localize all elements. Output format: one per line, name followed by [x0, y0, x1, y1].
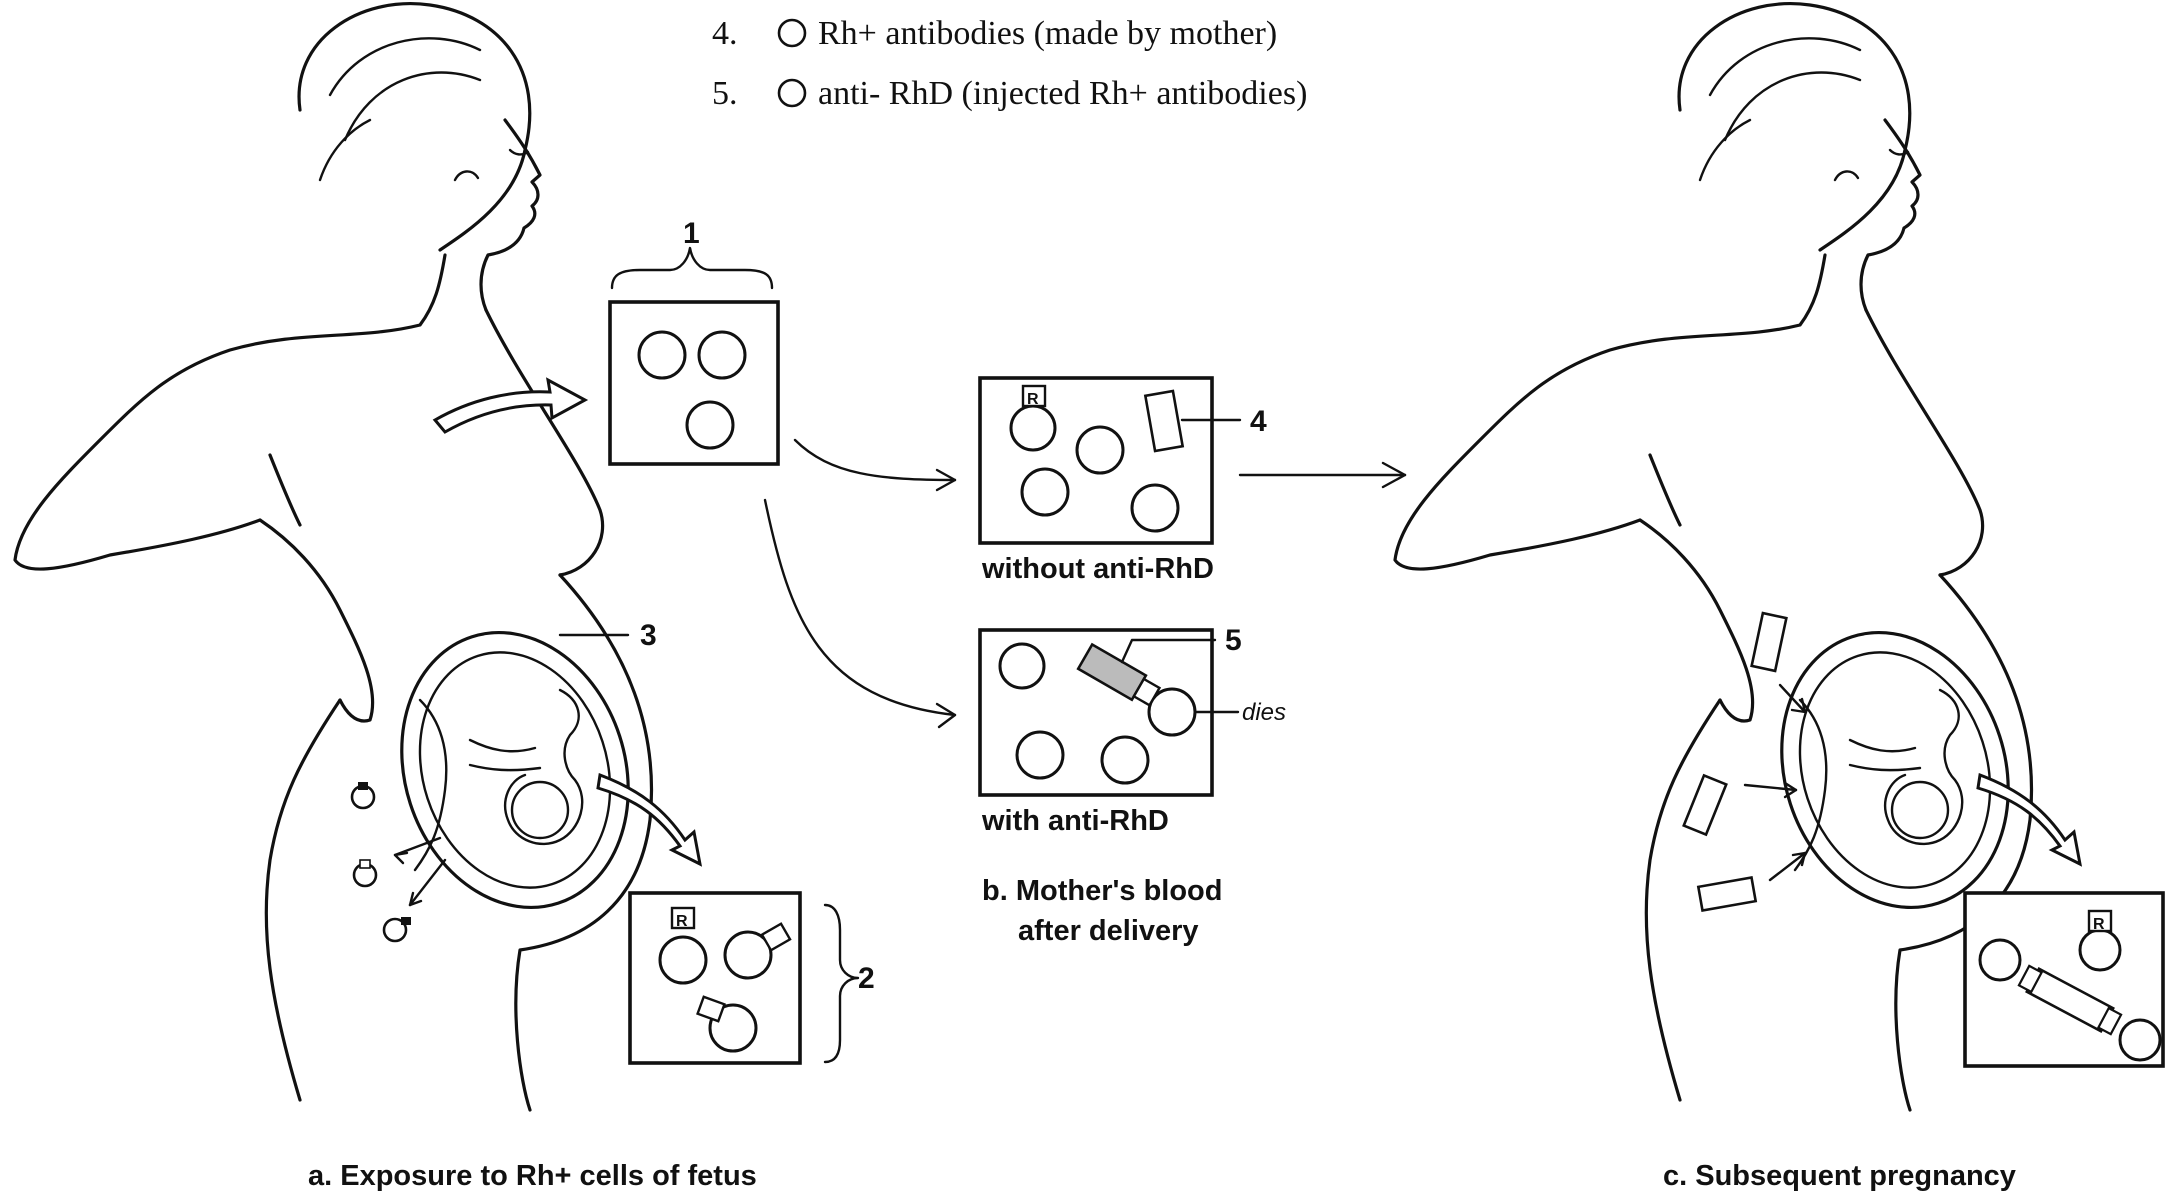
bracket-2 — [825, 905, 858, 1062]
bracket-1 — [612, 248, 772, 288]
box-without-anti-rhd: R 4 without anti-RhD — [980, 378, 1267, 585]
legend-item-5: anti- RhD (injected Rh+ antibodies) — [818, 75, 1307, 112]
arrow-to-box-1 — [435, 380, 585, 432]
number-5: 5 — [1225, 624, 1242, 657]
arrow-to-without — [795, 440, 955, 480]
box-with-anti-rhd: 5 dies with anti-RhD — [980, 624, 1286, 837]
antigen-marker — [360, 860, 370, 868]
legend: 4. Rh+ antibodies (made by mother) 5. an… — [712, 15, 1307, 112]
caption-panel-a: a. Exposure to Rh+ cells of fetus — [308, 1160, 757, 1192]
label-without-anti-rhd: without anti-RhD — [981, 553, 1214, 585]
rh-cell — [699, 332, 745, 378]
legend-item-4: Rh+ antibodies (made by mother) — [818, 15, 1277, 52]
panel-b-caption-line-1: b. Mother's blood — [982, 875, 1222, 907]
antigen-marker — [401, 917, 411, 925]
box-2-fetal-cells-with-antibodies: R 2 — [630, 893, 875, 1063]
number-3: 3 — [640, 619, 657, 652]
caption-panel-c: c. Subsequent pregnancy — [1663, 1160, 2016, 1192]
arrow-escape — [410, 860, 445, 905]
antigen-label: R — [1027, 391, 1039, 408]
panel-c-woman-illustration — [1395, 4, 2032, 1110]
antigen-label: R — [676, 913, 688, 930]
box-c-destroyed-cells: R — [1965, 893, 2163, 1066]
antigen-label: R — [2093, 916, 2105, 933]
rh-antibody — [1684, 775, 1726, 834]
legend-number-5: 5. — [712, 75, 738, 112]
box-1-fetal-cells: 1 — [610, 217, 778, 464]
arrow-to-with — [765, 500, 955, 715]
legend-circle-icon-4 — [779, 20, 805, 46]
panel-a-woman-illustration — [15, 4, 652, 1110]
panel-b-caption-line-2: after delivery — [1018, 915, 1199, 947]
panel-c-antibodies-entering — [1684, 613, 1805, 910]
arrows-to-panel-b — [765, 440, 955, 727]
rh-antibody — [1698, 877, 1755, 910]
number-4: 4 — [1250, 405, 1267, 438]
panel-a-uterus-fetus — [367, 603, 663, 937]
legend-circle-icon-5 — [779, 80, 805, 106]
rh-cell — [687, 402, 733, 448]
number-1: 1 — [683, 217, 700, 250]
antigen-marker — [358, 782, 368, 790]
label-dies: dies — [1242, 699, 1286, 726]
label-with-anti-rhd: with anti-RhD — [981, 805, 1169, 837]
rh-antibody — [1752, 613, 1787, 671]
number-2: 2 — [858, 962, 875, 995]
rh-cell — [639, 332, 685, 378]
arrow-to-panel-c — [1240, 463, 1405, 487]
legend-number-4: 4. — [712, 15, 738, 52]
